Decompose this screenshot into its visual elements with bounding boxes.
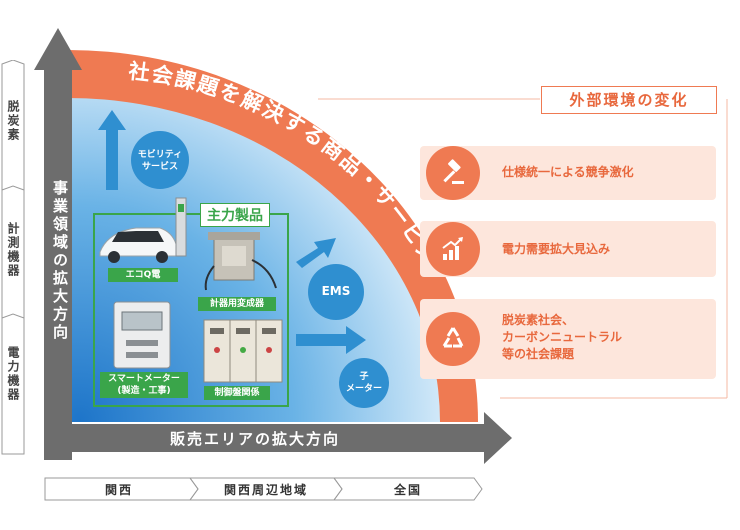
ems-circle: [308, 264, 364, 320]
main-products-title: 主力製品: [200, 203, 270, 227]
vertical-axis-arrow: [34, 28, 82, 460]
product-label-transformer: 計器用変成器: [198, 297, 276, 311]
mobility-circle: [131, 131, 189, 189]
mobility-service-label: モビリティ サービス: [137, 150, 183, 172]
growth-chart-icon: [426, 222, 480, 276]
horizontal-axis-label: 販売エリアの拡大方向: [170, 430, 341, 448]
ev-car-illustration: [99, 227, 179, 263]
external-item-demand: 電力需要拡大見込み: [420, 221, 716, 277]
gavel-icon: [426, 146, 480, 200]
main-products-frame: [93, 213, 289, 407]
horizontal-axis-arrow: [44, 412, 512, 464]
external-item-text: 電力需要拡大見込み: [502, 242, 611, 256]
external-item-text: 仕様統一による競争激化: [502, 165, 634, 179]
mobility-arrow: [98, 110, 126, 190]
charger-illustration: [175, 197, 187, 257]
transformer-illustration: [204, 232, 277, 291]
child-meter-arrow: [296, 326, 366, 354]
child-meter-label: 子 メーター: [345, 372, 382, 394]
side-category-decarbonization: 脱炭素: [6, 100, 20, 142]
region-frame: [44, 477, 483, 501]
external-environment-title: 外部環境の変化: [541, 86, 717, 114]
smart-meter-illustration: [113, 301, 171, 369]
side-category-measuring-instruments: 計測機器: [6, 222, 20, 278]
product-label-ecoq: エコQ電: [108, 268, 178, 282]
side-category-power-equipment: 電力機器: [6, 346, 20, 402]
ems-arrow: [296, 238, 336, 268]
external-item-competition: 仕様統一による競争激化: [420, 146, 716, 200]
external-item-text: 脱炭素社会、 カーボンニュートラル 等の社会課題: [502, 313, 623, 361]
child-meter-circle: [339, 358, 389, 408]
region-kansai-surrounding: 関西周辺地域: [223, 482, 308, 497]
product-label-smart-meter: スマートメーター (製造・工事): [100, 372, 188, 398]
side-category-frame: [1, 60, 25, 455]
region-nationwide: 全国: [393, 482, 422, 497]
region-kansai: 関西: [104, 482, 133, 497]
recycle-icon: [426, 312, 480, 366]
vertical-axis-label: 事業領域の拡大方向: [51, 180, 69, 342]
ems-label: EMS: [321, 284, 351, 298]
control-panel-illustration: [203, 319, 283, 383]
product-label-control-panel: 制御盤関係: [204, 386, 270, 400]
external-item-social-issues: 脱炭素社会、 カーボンニュートラル 等の社会課題: [420, 299, 716, 379]
